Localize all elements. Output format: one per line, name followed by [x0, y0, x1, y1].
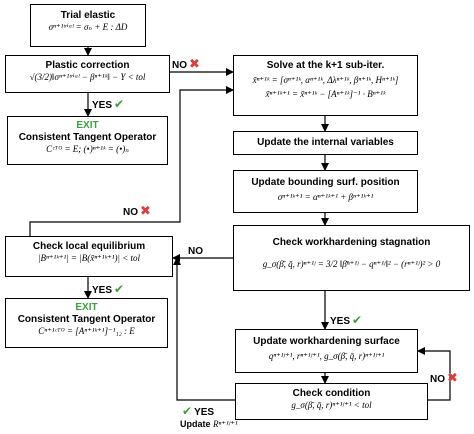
yes-label-workhardening: YES✔	[330, 313, 363, 327]
check-equilibrium-equation: |Bⁿ⁺¹ᵏ⁺¹| = |B(x̃ⁿ⁺¹ᵏ⁺¹)| < tol	[37, 253, 141, 263]
check-condition-equation: g_σ(β̄, q̄, r)ⁿ⁺¹ʲ⁺¹ < tol	[291, 400, 372, 410]
exit-cto-equation: Cᶜᵀᴼ = E; (•)ⁿ⁺¹ᵏ = (•)ₙ	[46, 144, 129, 154]
no-label-loop: NO✖	[123, 203, 151, 218]
cross-icon: ✖	[140, 203, 151, 218]
no-label-equilibrium: NO	[188, 246, 203, 257]
plastic-correction-box: Plastic correction √(3/2)‖σⁿ⁺¹ᵗʳⁱᵃˡ − βⁿ…	[5, 55, 170, 93]
exit-cto-2-equation: Cⁿ⁺¹ᶜᵀᴼ = [Aⁿ⁺¹ᵏ⁺¹]⁻¹₁₂ : E	[38, 326, 135, 336]
trial-elastic-title: Trial elastic	[60, 10, 116, 21]
exit-cto-box: EXIT Consistent Tangent Operator Cᶜᵀᴼ = …	[7, 116, 168, 165]
update-internal-title: Update the internal variables	[257, 137, 394, 148]
check-equilibrium-title: Check local equilibrium	[32, 241, 146, 252]
update-workhardening-equation: qⁿ⁺¹ʲ⁺¹, rⁿ⁺¹ʲ⁺¹, g_σ(β̄, q̄, r)ⁿ⁺¹ʲ⁺¹	[268, 351, 385, 361]
exit-cto-2-box: EXIT Consistent Tangent Operator Cⁿ⁺¹ᶜᵀᴼ…	[5, 298, 168, 348]
solve-subiter-title: Solve at the k+1 sub-iter.	[266, 60, 385, 71]
no-label-solve: NO✖	[172, 56, 200, 71]
check-equilibrium-box: Check local equilibrium |Bⁿ⁺¹ᵏ⁺¹| = |B(x…	[5, 236, 173, 277]
plastic-correction-title: Plastic correction	[45, 60, 130, 71]
update-r-label: Update Rⁿ⁺¹ʲ⁺¹	[180, 419, 238, 429]
check-icon: ✔	[352, 313, 363, 327]
cross-icon: ✖	[189, 56, 200, 71]
arrow-equilibrium-loop	[29, 86, 234, 236]
update-workhardening-title: Update workhardening surface	[253, 336, 400, 347]
solve-subiter-equation-2: x̃ⁿ⁺¹ᵏ⁺¹ = x̃ⁿ⁺¹ᵏ − [Aⁿ⁺¹ᵏ]⁻¹ · Bⁿ⁺¹ᵏ	[265, 89, 386, 99]
trial-elastic-equation: σⁿ⁺¹ᵗʳⁱᵃˡ = σₙ + E : ΔD	[48, 22, 128, 32]
exit-cto-2-title: Consistent Tangent Operator	[17, 314, 156, 325]
update-workhardening-box: Update workhardening surface qⁿ⁺¹ʲ⁺¹, rⁿ…	[235, 329, 418, 373]
no-label-condition: NO✖	[430, 370, 458, 385]
plastic-correction-equation: √(3/2)‖σⁿ⁺¹ᵗʳⁱᵃˡ − βⁿ⁺¹ᵏ‖ − Y < tol	[29, 72, 146, 82]
check-icon: ✔	[114, 97, 125, 111]
update-bounding-box: Update bounding surf. position σⁿ⁺¹ᵏ⁺¹ =…	[233, 170, 418, 213]
solve-subiter-box: Solve at the k+1 sub-iter. x̃ⁿ⁺¹ᵏ = [σⁿ⁺…	[233, 55, 418, 116]
check-condition-box: Check condition g_σ(β̄, q̄, r)ⁿ⁺¹ʲ⁺¹ < t…	[235, 383, 428, 420]
update-bounding-equation: σⁿ⁺¹ᵏ⁺¹ = αⁿ⁺¹ᵏ⁺¹ + βⁿ⁺¹ᵏ⁺¹	[277, 192, 374, 202]
solve-subiter-equation-1: x̃ⁿ⁺¹ᵏ = [σⁿ⁺¹ᵏ, αⁿ⁺¹ᵏ, Δλⁿ⁺¹ᵏ, βⁿ⁺¹ᵏ, H…	[252, 75, 399, 85]
check-workhardening-equation: g_σ(β̄, q̄, r)ⁿ⁺¹ʲ = 3/2 ‖β̄ⁿ⁺¹ʲ − qⁿ⁺¹ʲ…	[262, 259, 441, 269]
exit-cto-title: Consistent Tangent Operator	[18, 132, 157, 143]
update-internal-box: Update the internal variables	[233, 131, 418, 155]
check-icon: ✔	[182, 404, 193, 418]
exit-label: EXIT	[76, 120, 99, 131]
exit-2-label: EXIT	[75, 302, 98, 313]
check-workhardening-title: Check workhardening stagnation	[272, 237, 431, 248]
check-workhardening-box: Check workhardening stagnation g_σ(β̄, q…	[233, 225, 470, 291]
update-bounding-title: Update bounding surf. position	[251, 177, 400, 188]
yes-label-exit2: YES✔	[92, 282, 125, 296]
cross-icon: ✖	[447, 370, 458, 385]
trial-elastic-box: Trial elastic σⁿ⁺¹ᵗʳⁱᵃˡ = σₙ + E : ΔD	[30, 4, 146, 47]
yes-label-plastic: YES✔	[92, 97, 125, 111]
arrow-condition-loop	[417, 347, 451, 401]
arrow-condition-to-equilibrium	[173, 257, 235, 401]
check-condition-title: Check condition	[292, 388, 371, 399]
yes-label-condition: ✔YES	[182, 404, 215, 418]
check-icon: ✔	[114, 282, 125, 296]
